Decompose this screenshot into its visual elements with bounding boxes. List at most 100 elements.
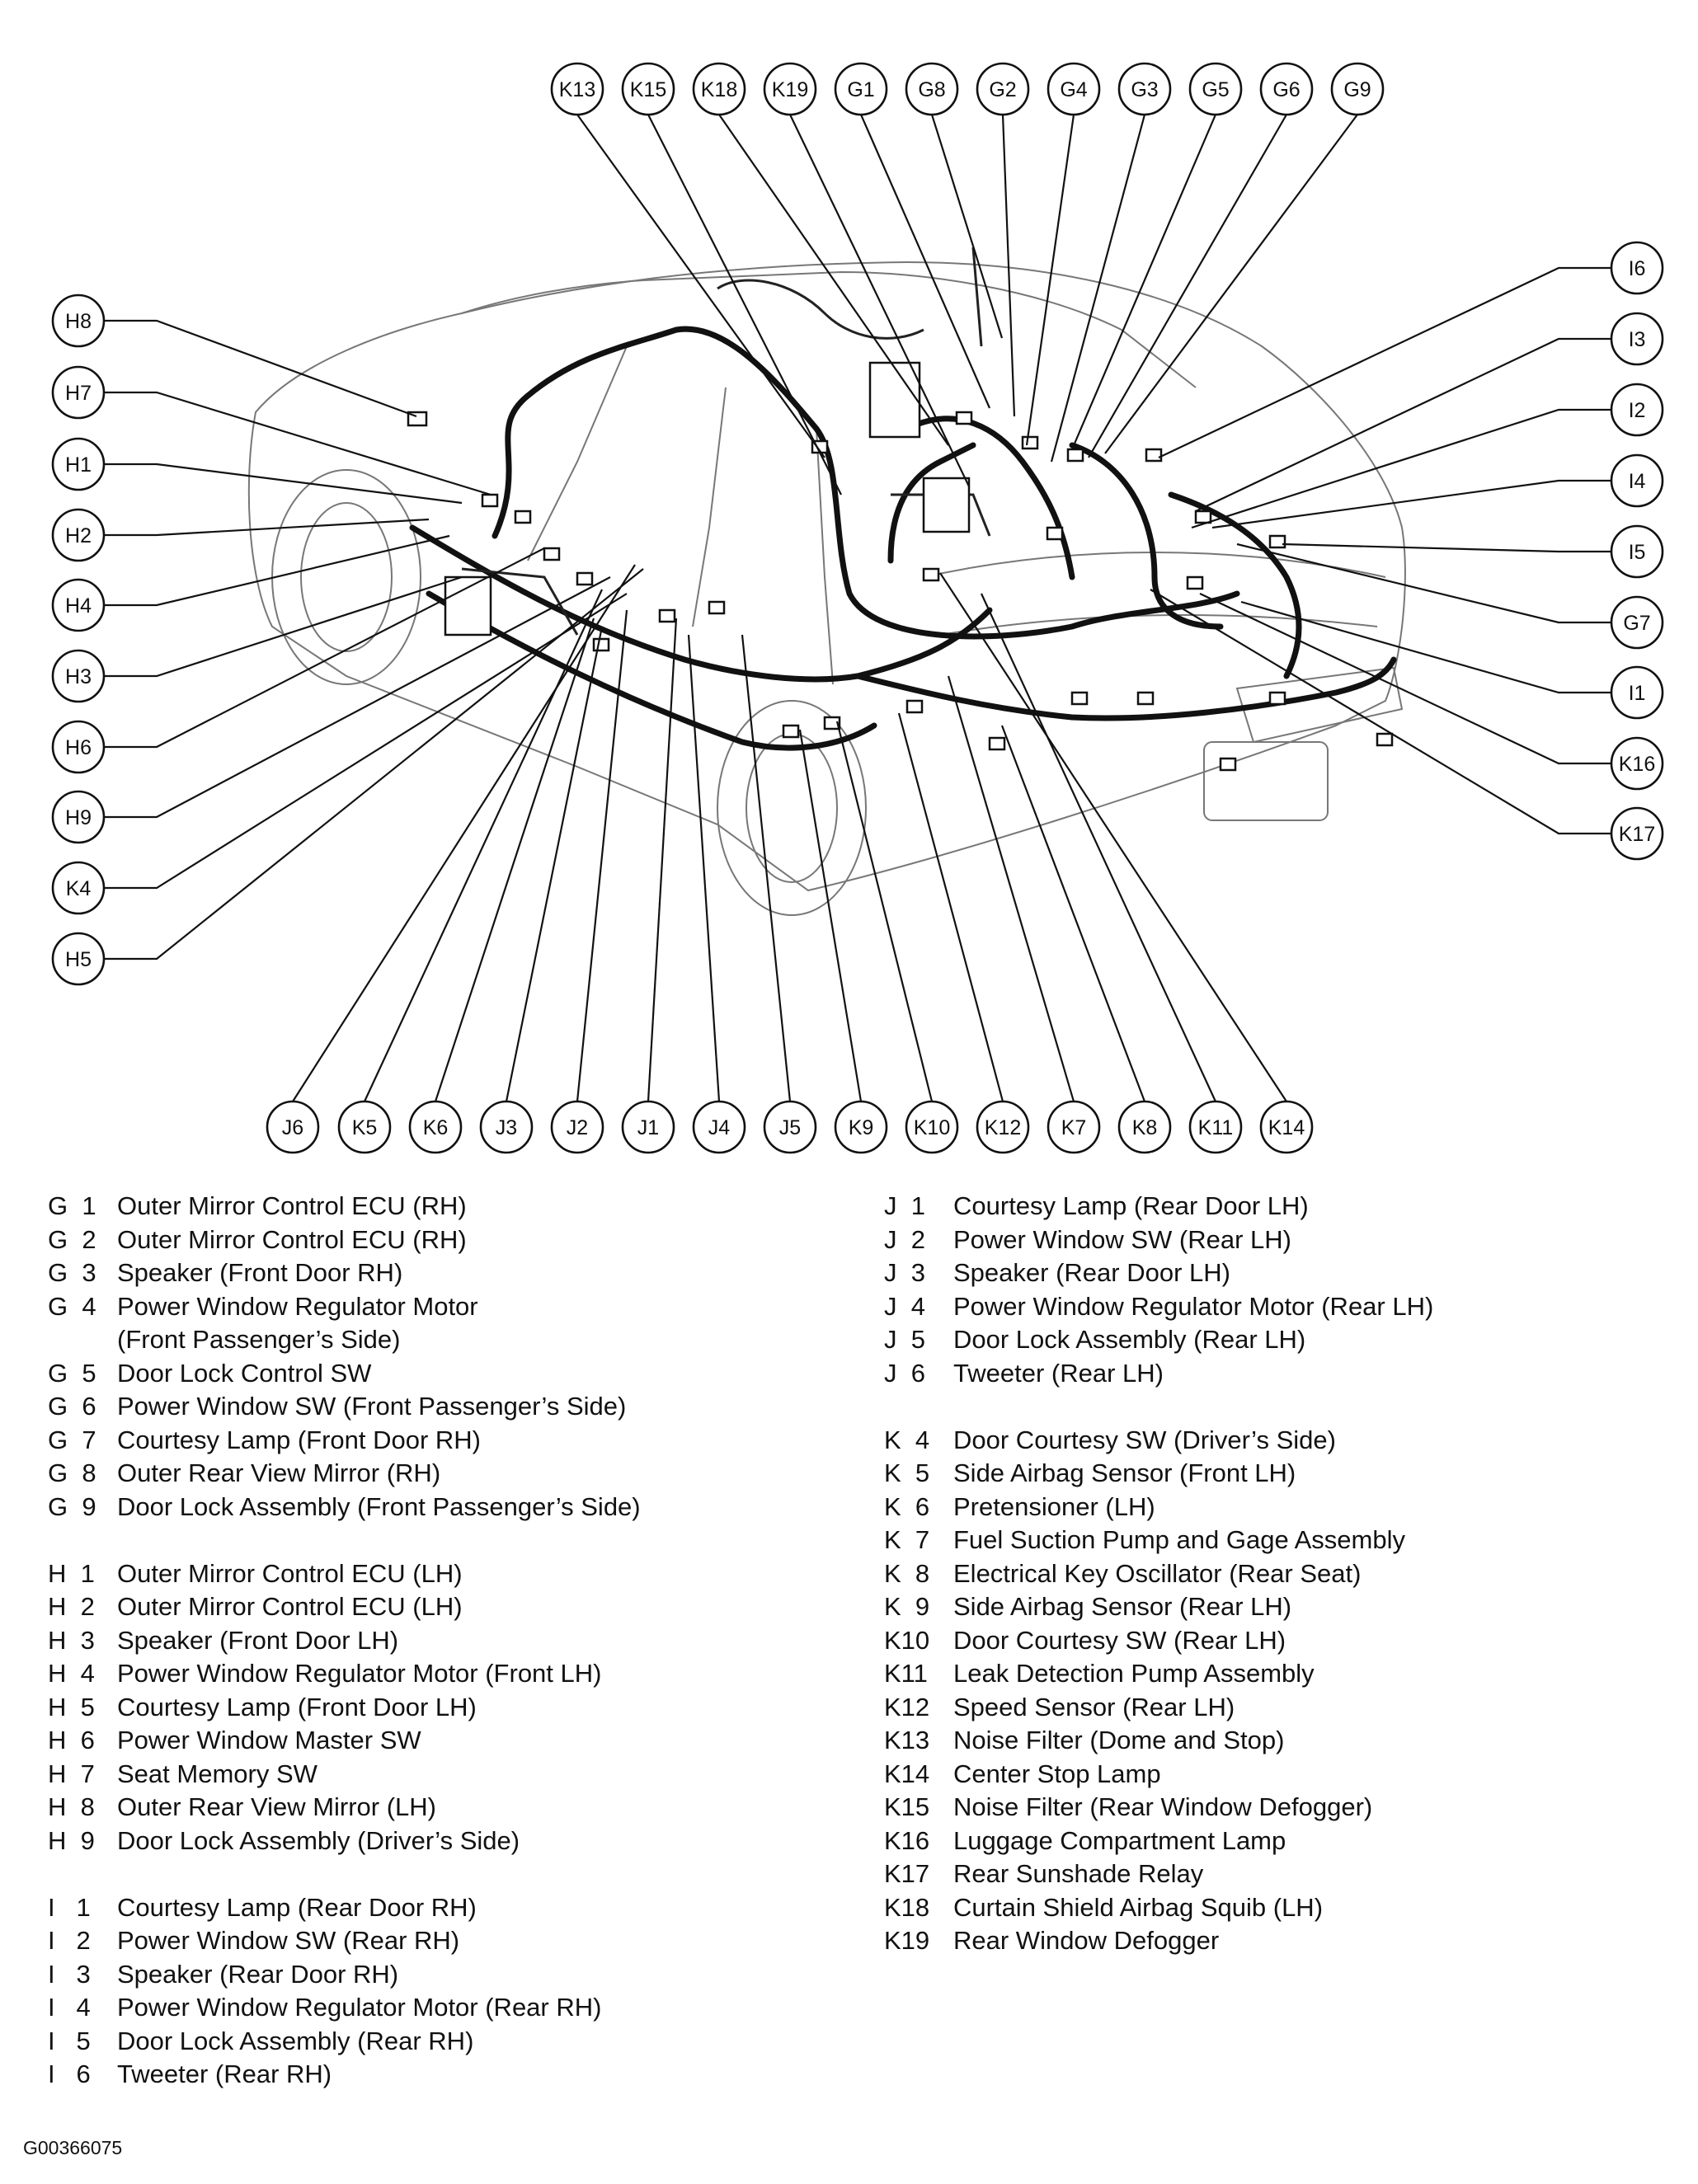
callout-text: K10 — [914, 1116, 950, 1139]
legend-text: Power Window SW (Front Passenger’s Side) — [117, 1392, 627, 1421]
callout-text: I5 — [1629, 541, 1646, 564]
legend-text: Speaker (Front Door LH) — [117, 1625, 399, 1655]
leader-line-k11 — [981, 593, 1216, 1102]
legend-text: Luggage Compartment Lamp — [953, 1825, 1286, 1855]
leader-line-j4 — [687, 634, 721, 1102]
callout-circle — [51, 932, 106, 986]
callout-g8: G8 — [905, 62, 959, 116]
callout-h3: H3 — [51, 649, 106, 703]
legend-code: K12 — [884, 1692, 930, 1721]
legend-text: Tweeter (Rear LH) — [953, 1358, 1164, 1388]
callout-circle — [1188, 1100, 1243, 1154]
callout-text: K9 — [849, 1116, 874, 1139]
callout-circle — [834, 62, 888, 116]
leader-line-k5 — [364, 589, 603, 1102]
leader-line-k4 — [104, 593, 628, 890]
legend-item: J 3 Speaker (Rear Door LH) — [884, 1256, 1433, 1290]
callout-i1: I1 — [1610, 665, 1664, 720]
callout-j6: J6 — [266, 1100, 320, 1154]
leader-line-k14 — [939, 572, 1287, 1102]
legend-code: H 7 — [48, 1759, 95, 1788]
callout-j2: J2 — [550, 1100, 604, 1154]
callout-circle — [1610, 665, 1664, 720]
car-outline — [247, 261, 1406, 916]
legend-text: Door Courtesy SW (Rear LH) — [953, 1625, 1286, 1655]
callout-k6: K6 — [408, 1100, 463, 1154]
callout-g4: G4 — [1047, 62, 1101, 116]
callout-circle — [1610, 524, 1664, 579]
legend-code: K 7 — [884, 1525, 930, 1554]
legend-gap — [48, 1524, 641, 1557]
legend-code: J 5 — [884, 1325, 925, 1354]
callout-g9: G9 — [1330, 62, 1385, 116]
callout-circle — [51, 790, 106, 844]
callout-text: K12 — [985, 1116, 1021, 1139]
legend-text: Curtain Shield Airbag Squib (LH) — [953, 1892, 1324, 1922]
legend-code: J 3 — [884, 1258, 925, 1287]
callout-circle — [550, 1100, 604, 1154]
legend-text: Outer Mirror Control ECU (LH) — [117, 1558, 463, 1588]
callout-g3: G3 — [1117, 62, 1172, 116]
leader-line-g3 — [1050, 114, 1146, 463]
callout-k14: K14 — [1259, 1100, 1314, 1154]
leader-line-k7 — [947, 675, 1075, 1102]
callout-text: K17 — [1619, 823, 1655, 846]
legend-text: Outer Mirror Control ECU (LH) — [117, 1592, 463, 1621]
callout-h2: H2 — [51, 508, 106, 562]
leader-line-j5 — [741, 634, 792, 1102]
callout-circle — [1610, 453, 1664, 508]
legend-item: K12 Speed Sensor (Rear LH) — [884, 1691, 1433, 1725]
callout-circle — [1259, 1100, 1314, 1154]
callout-text: G3 — [1131, 78, 1158, 101]
callout-text: H2 — [65, 524, 92, 547]
legend-code: H 8 — [48, 1792, 95, 1821]
legend-text: Electrical Key Oscillator (Rear Seat) — [953, 1558, 1362, 1588]
legend-text: Pretensioner (LH) — [953, 1491, 1155, 1521]
callout-circle — [550, 62, 604, 116]
callout-text: G7 — [1623, 612, 1650, 635]
callout-h7: H7 — [51, 365, 106, 420]
legend-code — [48, 1323, 117, 1357]
callout-text: G2 — [989, 78, 1016, 101]
callout-circle — [1047, 62, 1101, 116]
legend-code: J 2 — [884, 1224, 925, 1254]
leader-line-h9 — [104, 576, 611, 819]
callout-circle — [1188, 62, 1243, 116]
callout-circle — [1259, 62, 1314, 116]
callout-circle — [692, 62, 746, 116]
legend-text: Power Window Regulator Motor (Rear LH) — [953, 1291, 1434, 1321]
leader-line-i3 — [1195, 337, 1611, 512]
leader-line-h4 — [104, 534, 450, 607]
callout-circle — [1117, 1100, 1172, 1154]
legend-code: K 9 — [884, 1592, 930, 1621]
legend-code: G 3 — [48, 1258, 96, 1287]
callout-circle — [51, 365, 106, 420]
legend-text: Noise Filter (Rear Window Defogger) — [953, 1792, 1373, 1821]
callout-text: J3 — [496, 1116, 517, 1139]
legend-text: Rear Sunshade Relay — [953, 1859, 1204, 1888]
legend-code: G 5 — [48, 1358, 96, 1388]
legend-text: Speed Sensor (Rear LH) — [953, 1692, 1235, 1721]
callout-text: H5 — [65, 948, 92, 971]
callout-text: J4 — [708, 1116, 731, 1139]
leader-line-h8 — [104, 319, 417, 418]
callout-circle — [621, 1100, 675, 1154]
legend-text: Speaker (Rear Door LH) — [953, 1258, 1230, 1287]
legend-text: Leak Detection Pump Assembly — [953, 1659, 1315, 1688]
callout-i6: I6 — [1610, 241, 1664, 295]
callout-h1: H1 — [51, 437, 106, 491]
callout-circle — [763, 1100, 817, 1154]
